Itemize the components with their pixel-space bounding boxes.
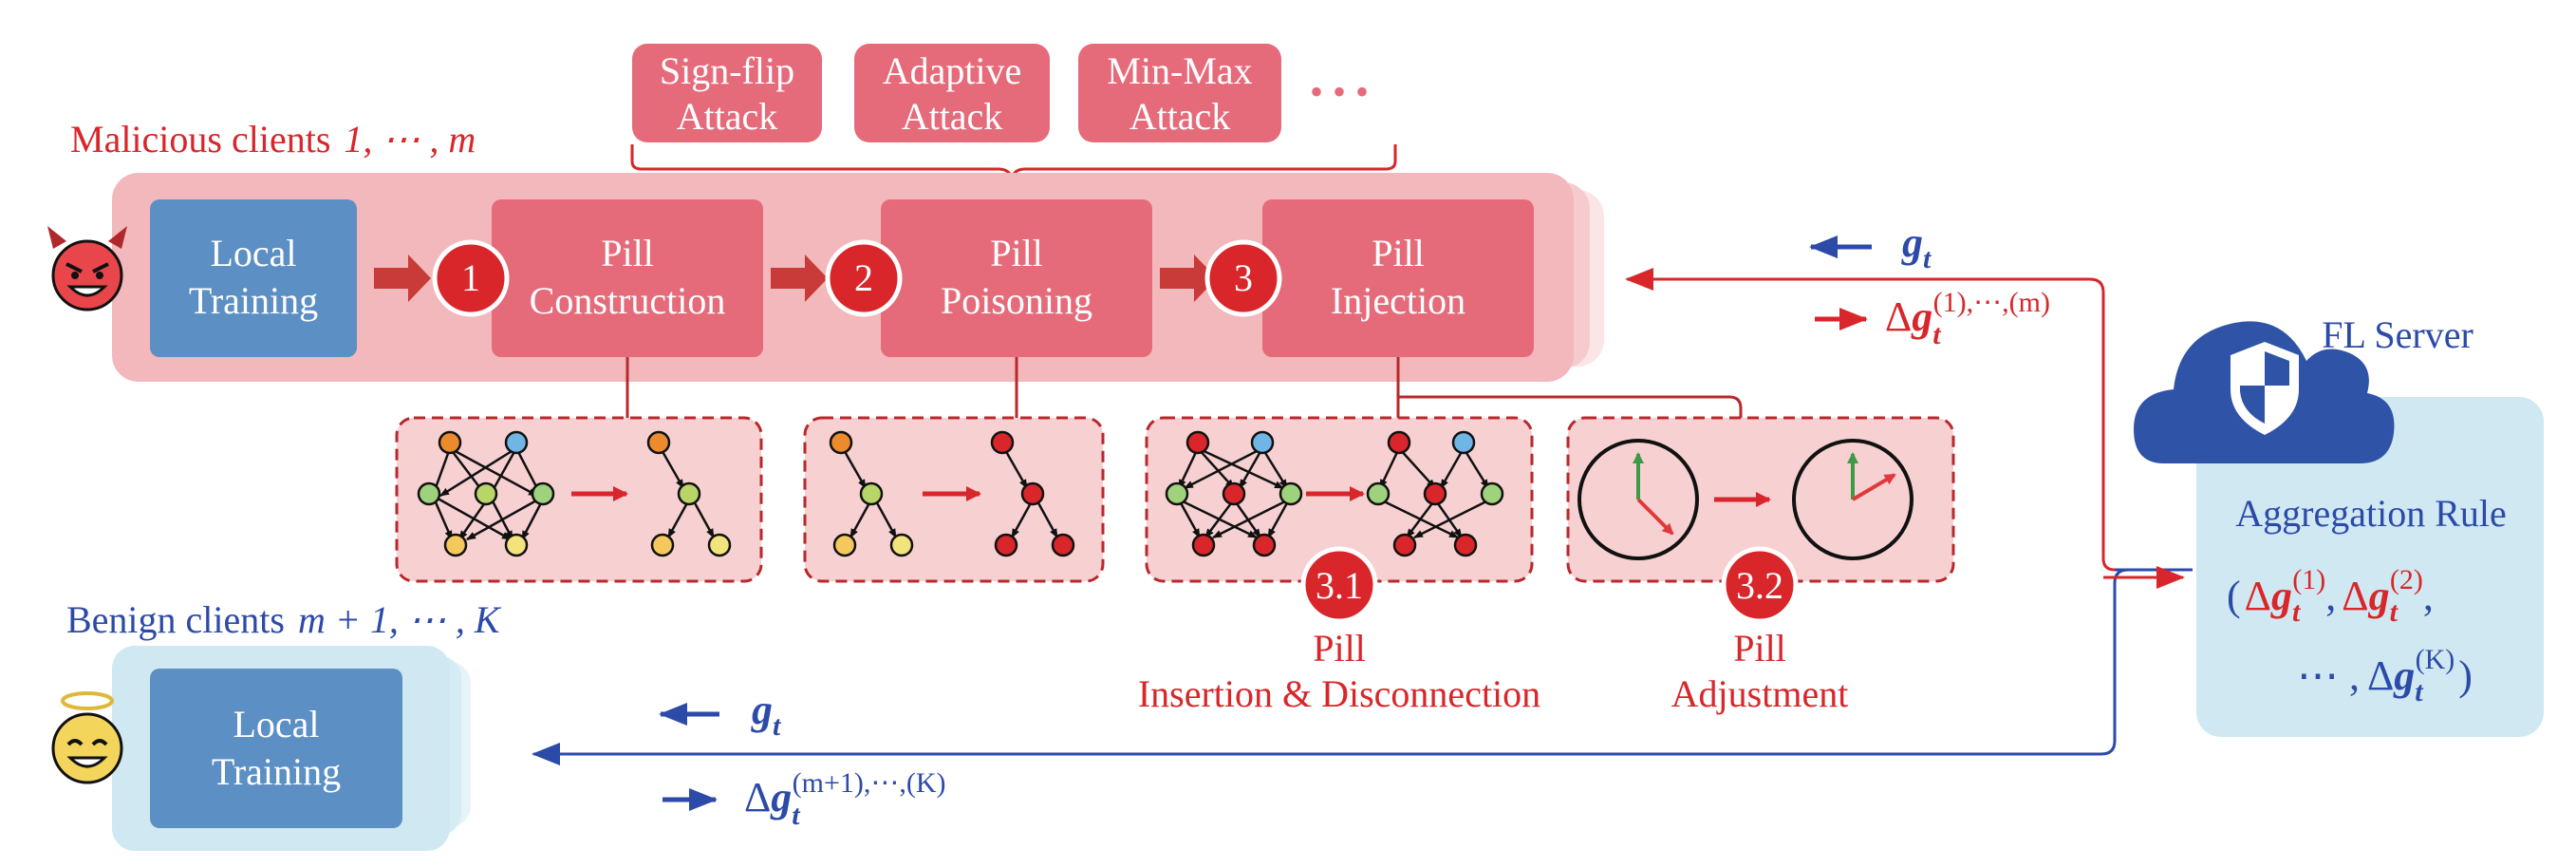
benign-local-training-box xyxy=(150,669,402,828)
aggregation-rule-label: Aggregation Rule xyxy=(2235,492,2507,535)
attack-adaptive-line2: Attack xyxy=(902,95,1003,138)
substep-3-2-badge xyxy=(1721,546,1799,624)
attack-more-ellipsis: • • • xyxy=(1310,70,1369,113)
clock-before-icon xyxy=(1577,439,1699,560)
pill-graph-green xyxy=(646,430,732,557)
step-boxes: Pill Construction Pill Poisoning Pill In… xyxy=(492,199,1534,357)
aggregation-formula-line2: ⋯ ,Δgt(K)) xyxy=(2297,644,2473,708)
pill-injection-box xyxy=(1262,199,1534,357)
malicious-local-training-line2: Training xyxy=(189,279,318,322)
server-panel xyxy=(2196,397,2544,737)
substep-3-1-line2: Insertion & Disconnection xyxy=(1138,672,1540,715)
step-3-number: 3 xyxy=(1234,256,1253,299)
substep-3-1-badge xyxy=(1300,546,1378,624)
devil-face-icon xyxy=(47,226,127,311)
step-2-number: 2 xyxy=(854,256,873,299)
panel-poisoning xyxy=(803,416,1105,583)
attack-sign-flip-line2: Attack xyxy=(677,95,778,138)
server-title: FL Server xyxy=(2322,313,2473,356)
malicious-flow-line xyxy=(1625,268,2132,572)
pill-graph-poisoned xyxy=(990,430,1075,557)
substep-3-2-line1: Pill xyxy=(1733,627,1786,670)
substep-3-1-number: 3.1 xyxy=(1316,564,1363,607)
attack-adaptive-line1: Adaptive xyxy=(883,49,1022,92)
attack-min-max-line1: Min-Max xyxy=(1107,49,1252,92)
step-1-number: 1 xyxy=(461,256,480,299)
angel-face-icon xyxy=(51,691,123,784)
benign-local-training-line2: Training xyxy=(212,750,341,793)
arrow-to-step-2 xyxy=(771,255,828,302)
clock-after-icon xyxy=(1792,439,1913,560)
pill-poisoning-line1: Pill xyxy=(990,232,1043,274)
step-2-badge xyxy=(825,239,903,317)
flow-lines xyxy=(532,268,2193,765)
arrow-to-step-3 xyxy=(1160,255,1217,302)
pill-poisoning-line2: Poisoning xyxy=(941,279,1092,322)
step-arrows: 1 2 3 xyxy=(374,239,1282,317)
malicious-local-training-box xyxy=(150,199,357,357)
network-full-graph xyxy=(431,446,547,541)
attack-sign-flip-line1: Sign-flip xyxy=(660,49,794,92)
step-1-badge xyxy=(432,239,510,317)
pill-graph-before xyxy=(829,430,914,557)
substep-3-1-line1: Pill xyxy=(1313,627,1366,670)
pill-construction-line2: Construction xyxy=(530,279,726,322)
malicious-flow-legend: gt Δgt(1),⋯,(m) xyxy=(1809,219,2050,350)
attack-boxes: Sign-flip Attack Adaptive Attack Min-Max… xyxy=(630,44,1397,201)
pill-injection-line1: Pill xyxy=(1372,232,1425,274)
pill-poisoning-box xyxy=(881,199,1152,357)
legend-delta-mal: Δgt(1),⋯,(m) xyxy=(1885,287,2050,350)
pill-injection-line2: Injection xyxy=(1331,279,1465,322)
network-full-nodes xyxy=(417,430,555,557)
legend-gt-mal: gt xyxy=(1901,219,1932,274)
substep-3-2-line2: Adjustment xyxy=(1671,672,1849,715)
legend-gt-ben: gt xyxy=(751,687,782,742)
detail-connectors xyxy=(625,357,1743,418)
pill-construction-line1: Pill xyxy=(601,232,654,274)
substep-3-2-number: 3.2 xyxy=(1736,564,1783,607)
attack-min-max-line2: Attack xyxy=(1129,95,1231,138)
network-injected-before xyxy=(1165,430,1303,557)
benign-local-training-line1: Local xyxy=(233,703,319,745)
arrow-to-step-1 xyxy=(374,255,431,302)
step-3-badge xyxy=(1204,239,1282,317)
aggregation-formula-line1: (Δgt(1),Δgt(2), xyxy=(2227,564,2434,628)
benign-flow-legend: gt Δgt(m+1),⋯,(K) xyxy=(659,687,946,831)
shield-icon xyxy=(2231,342,2299,435)
legend-delta-ben: Δgt(m+1),⋯,(K) xyxy=(744,767,946,831)
pill-construction-box xyxy=(492,199,763,357)
network-injected-after xyxy=(1366,430,1504,557)
malicious-local-training-line1: Local xyxy=(210,232,296,274)
